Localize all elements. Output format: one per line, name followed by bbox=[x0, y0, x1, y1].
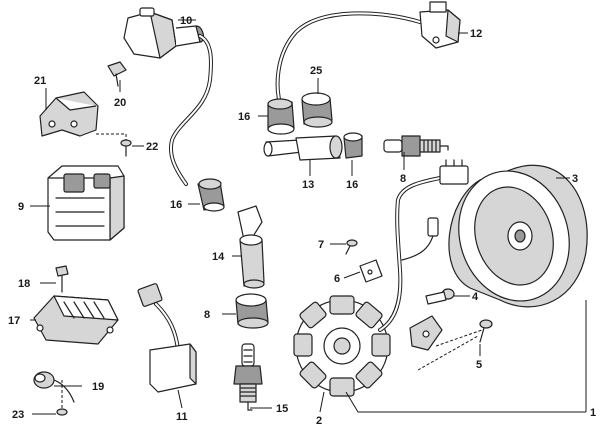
grommet-25-drawing bbox=[301, 92, 333, 128]
cap-17-drawing bbox=[343, 132, 363, 159]
part-label-9: 9 bbox=[18, 201, 24, 213]
part-label-25: 25 bbox=[310, 65, 322, 77]
bolt-4-drawing bbox=[425, 288, 455, 305]
plug-cap-15-drawing bbox=[263, 135, 343, 161]
screw-7-drawing bbox=[345, 239, 358, 255]
part-label-11: 11 bbox=[176, 411, 188, 423]
part-label-4: 4 bbox=[472, 291, 479, 303]
spark-plug-lower-drawing bbox=[233, 343, 263, 411]
regulator-drawing bbox=[33, 295, 119, 345]
part-label-1: 1 bbox=[590, 407, 596, 419]
bolt-20-drawing bbox=[55, 265, 69, 293]
part-label-8-lower: 15 bbox=[276, 403, 288, 415]
bracket-23-drawing bbox=[39, 91, 99, 137]
part-label-3: 3 bbox=[572, 173, 578, 185]
spark-plug-upper-drawing bbox=[383, 135, 449, 157]
part-label-16-lower: 16 bbox=[170, 199, 182, 211]
part-label-10: 8 bbox=[204, 309, 210, 321]
part-label-12: 10 bbox=[180, 15, 192, 27]
part-label-20: 18 bbox=[18, 278, 30, 290]
part-label-21: 23 bbox=[12, 409, 24, 421]
stator-drawing bbox=[293, 159, 469, 397]
part-label-23: 21 bbox=[34, 75, 46, 87]
part-number-labels: 10 20 21 22 9 16 14 8 11 15 18 17 19 23 … bbox=[8, 15, 596, 427]
bolt-22-drawing bbox=[107, 61, 127, 87]
boot-16-upper-drawing bbox=[267, 98, 295, 135]
screw-5-drawing bbox=[479, 319, 493, 343]
leader-lines bbox=[30, 19, 587, 415]
screw-24-drawing bbox=[120, 139, 132, 157]
sensor-19-drawing bbox=[33, 371, 75, 416]
part-label-18: 17 bbox=[8, 315, 20, 327]
part-label-7: 7 bbox=[318, 239, 324, 251]
part-label-6: 6 bbox=[334, 273, 340, 285]
grommet-10-drawing bbox=[235, 293, 269, 329]
part-label-24: 22 bbox=[146, 141, 158, 153]
part-label-5: 5 bbox=[476, 359, 482, 371]
part-label-8-upper: 8 bbox=[400, 173, 406, 185]
part-label-2: 2 bbox=[316, 415, 322, 427]
pickup-coil-drawing bbox=[137, 283, 197, 393]
part-label-13: 12 bbox=[470, 28, 482, 40]
ignition-coil-drawing bbox=[123, 7, 225, 212]
ht-wire-drawing bbox=[275, 1, 461, 112]
cdi-unit-drawing bbox=[47, 165, 125, 241]
plug-cap-14-drawing bbox=[237, 205, 265, 289]
part-label-15: 13 bbox=[302, 179, 314, 191]
part-label-19: 19 bbox=[92, 381, 104, 393]
part-label-16-upper: 16 bbox=[238, 111, 250, 123]
clamp-6-drawing bbox=[359, 259, 383, 283]
part-label-17: 16 bbox=[346, 179, 358, 191]
part-label-14: 14 bbox=[212, 251, 225, 263]
part-label-22: 20 bbox=[114, 97, 126, 109]
flywheel-rotor-drawing bbox=[448, 164, 588, 308]
